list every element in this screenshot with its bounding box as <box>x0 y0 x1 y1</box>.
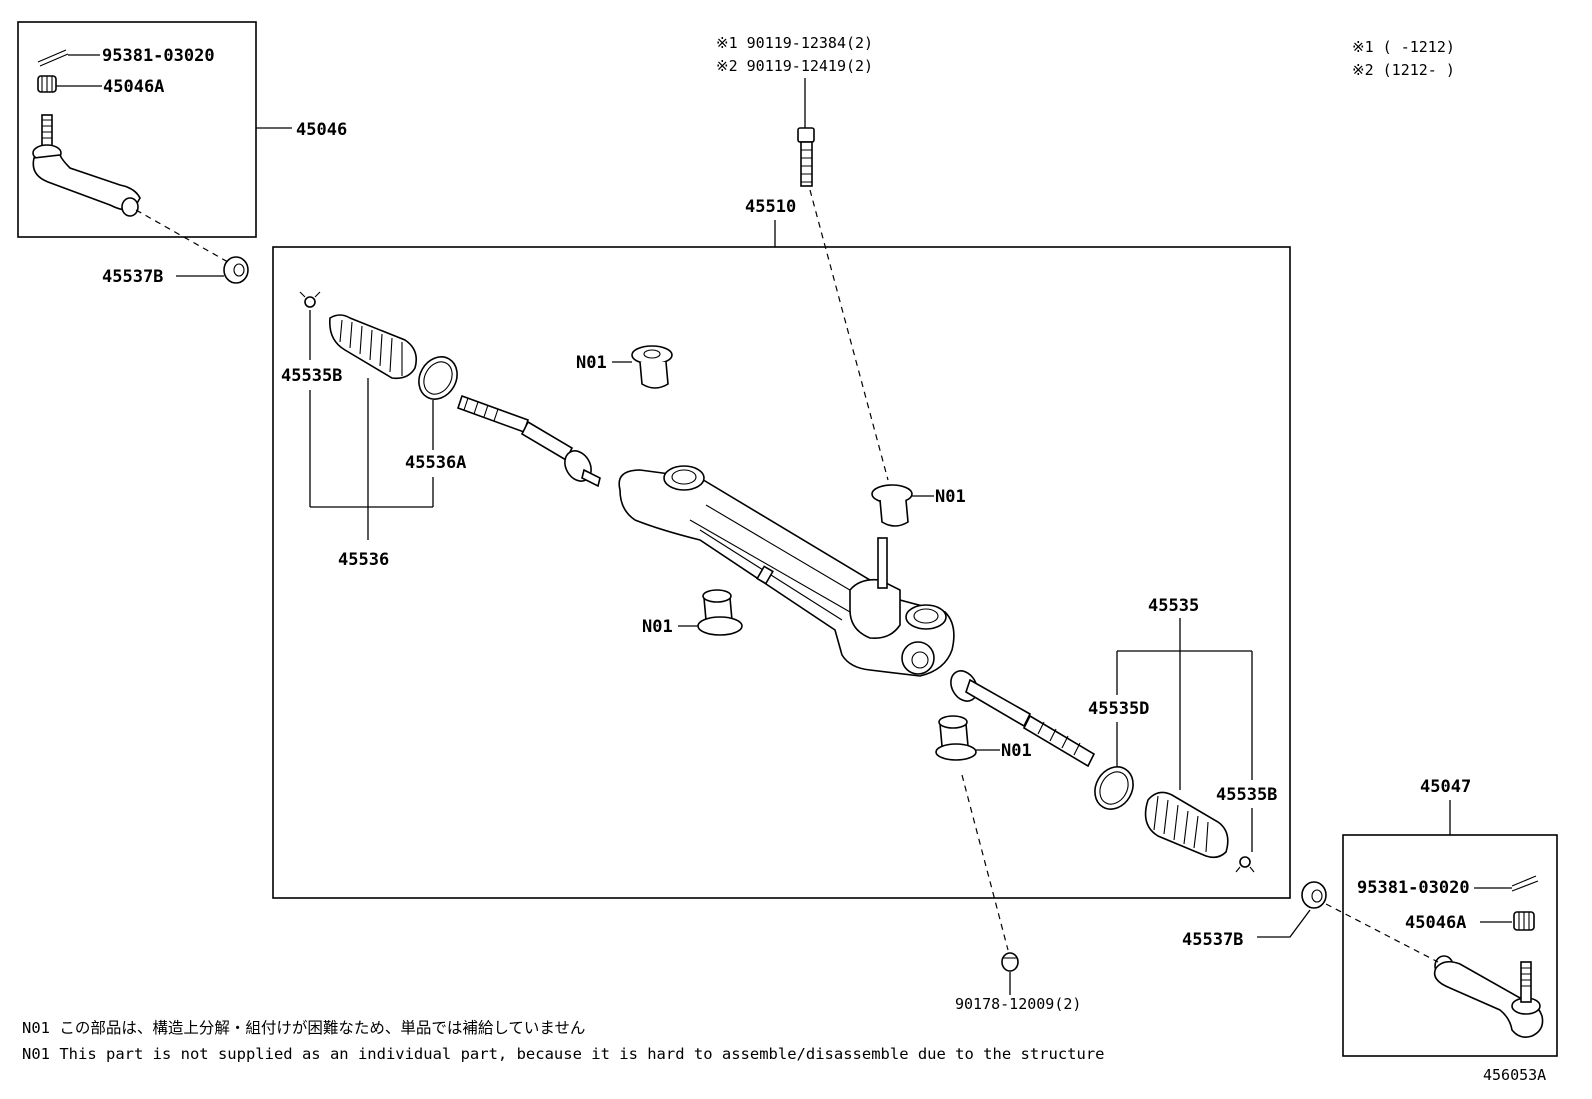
rack-assembly-box <box>272 246 1291 899</box>
label-n01-a: N01 <box>576 353 607 373</box>
label-bolt-2: ※2 90119-12419(2) <box>716 57 873 75</box>
tie-rod-end-right-box <box>1342 834 1558 1057</box>
note-japanese: N01 この部品は、構造上分解・組付けが困難なため、単品では補給していません <box>22 1019 585 1037</box>
tie-rod-end-left-box <box>17 21 257 238</box>
label-45536A: 45536A <box>405 453 466 473</box>
label-45537B-bot: 45537B <box>1182 930 1243 950</box>
label-45046A-bot: 45046A <box>1405 913 1466 933</box>
castle-nut-icon <box>37 75 57 93</box>
label-45537B-top: 45537B <box>102 267 163 287</box>
inner-tie-rod-left-icon <box>456 394 601 488</box>
inner-tie-rod-right-icon <box>950 670 1096 768</box>
ring-right-icon <box>1094 766 1134 810</box>
bushing-n01-d-icon <box>935 715 977 761</box>
legend-2: ※2 (1212- ) <box>1352 61 1455 79</box>
boot-left-icon <box>328 314 418 380</box>
label-n01-c: N01 <box>642 617 673 637</box>
label-45535B-left: 45535B <box>281 366 342 386</box>
label-45535B-right: 45535B <box>1216 785 1277 805</box>
label-45535D: 45535D <box>1088 699 1149 719</box>
nut-45537B-bottom-icon <box>1301 881 1327 909</box>
rack-housing-icon <box>618 465 955 677</box>
nut-90178-icon <box>1001 952 1019 972</box>
bushing-n01-b-icon <box>871 484 913 527</box>
ring-left-icon <box>418 356 458 400</box>
castle-nut-bottom-icon <box>1513 911 1535 931</box>
label-95381-top: 95381-03020 <box>102 46 215 66</box>
boot-right-icon <box>1144 791 1229 859</box>
label-90178: 90178-12009(2) <box>955 995 1081 1013</box>
tie-rod-end-right-icon <box>1433 955 1544 1038</box>
tie-rod-end-left-icon <box>32 114 141 217</box>
bushing-n01-c-icon <box>697 589 743 636</box>
bolt-icon <box>797 127 815 187</box>
diagram-id: 456053A <box>1483 1066 1546 1084</box>
label-45536: 45536 <box>338 550 389 570</box>
label-bolt-1: ※1 90119-12384(2) <box>716 34 873 52</box>
label-n01-d: N01 <box>1001 741 1032 761</box>
label-45535: 45535 <box>1148 596 1199 616</box>
cotter-pin-bottom-icon <box>1511 875 1539 892</box>
clip-left-icon <box>299 291 321 308</box>
clip-right-icon <box>1235 856 1255 873</box>
cotter-pin-icon <box>37 49 69 67</box>
label-45046: 45046 <box>296 120 347 140</box>
legend-1: ※1 ( -1212) <box>1352 38 1455 56</box>
nut-45537B-top-icon <box>223 256 249 284</box>
label-45510: 45510 <box>745 197 796 217</box>
label-n01-b: N01 <box>935 487 966 507</box>
label-95381-bot: 95381-03020 <box>1357 878 1470 898</box>
bushing-n01-a-icon <box>631 345 673 389</box>
note-english: N01 This part is not supplied as an indi… <box>22 1045 1105 1063</box>
label-45046A-top: 45046A <box>103 77 164 97</box>
label-45047: 45047 <box>1420 777 1471 797</box>
